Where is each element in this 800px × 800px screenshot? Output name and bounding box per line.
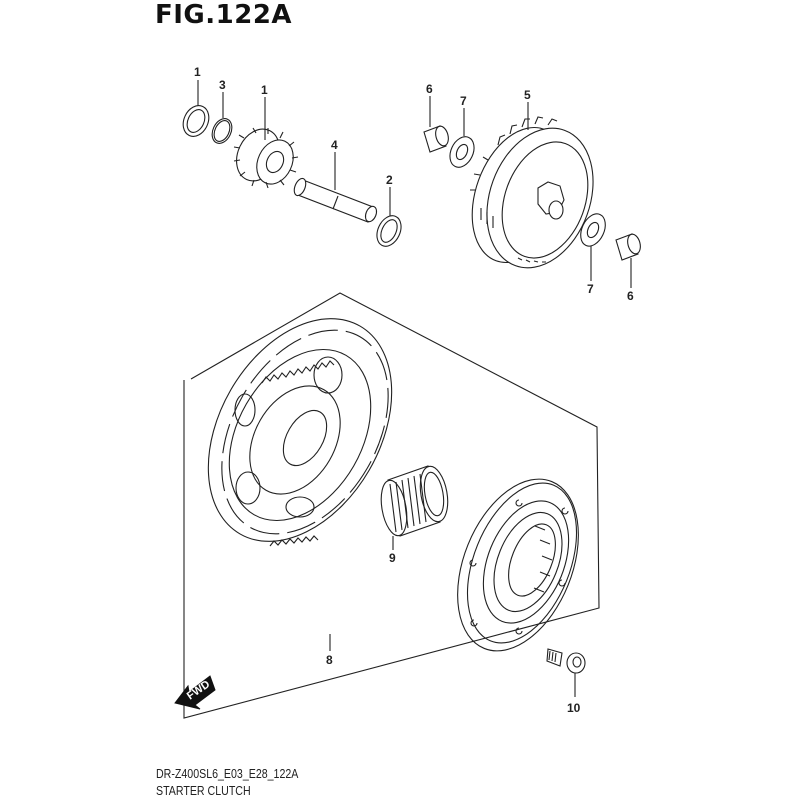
callout-3: 3 [219, 78, 226, 92]
part-bolt-10[interactable] [546, 648, 586, 674]
callout-6a: 6 [426, 82, 433, 96]
part-bushing-6a[interactable] [423, 125, 450, 153]
figure-name: STARTER CLUTCH [156, 784, 251, 798]
part-circlip-3[interactable] [208, 115, 235, 146]
part-washer-2a[interactable] [178, 101, 213, 140]
part-one-way-clutch[interactable] [434, 461, 602, 668]
part-washer-2b[interactable] [372, 212, 405, 250]
figure-code: DR-Z400SL6_E03_E28_122A [156, 767, 299, 781]
callout-8: 8 [326, 653, 333, 667]
part-driven-gear-5[interactable] [455, 113, 612, 283]
callout-4: 4 [331, 138, 338, 152]
callout-10: 10 [567, 701, 581, 715]
callout-2a: 1 [194, 65, 201, 79]
callout-1: 1 [261, 83, 268, 97]
figure-title: FIG.122A [155, 0, 293, 30]
callout-9: 9 [389, 551, 396, 565]
part-needle-bearing-9[interactable] [377, 464, 451, 537]
part-shaft-4[interactable] [292, 177, 379, 224]
part-thrust-washer-7b[interactable] [576, 210, 610, 250]
part-starter-gear[interactable] [171, 286, 430, 574]
callout-7a: 7 [460, 94, 467, 108]
part-thrust-washer-7a[interactable] [445, 133, 478, 171]
forward-arrow-icon: FWD [174, 675, 216, 710]
callout-2b: 2 [386, 173, 393, 187]
part-bushing-6b[interactable] [615, 233, 642, 261]
callout-7b: 7 [587, 282, 594, 296]
assembly-group-outline [183, 292, 600, 719]
part-gear-1[interactable] [228, 122, 300, 190]
callout-6b: 6 [627, 289, 634, 303]
callout-5: 5 [524, 88, 531, 102]
